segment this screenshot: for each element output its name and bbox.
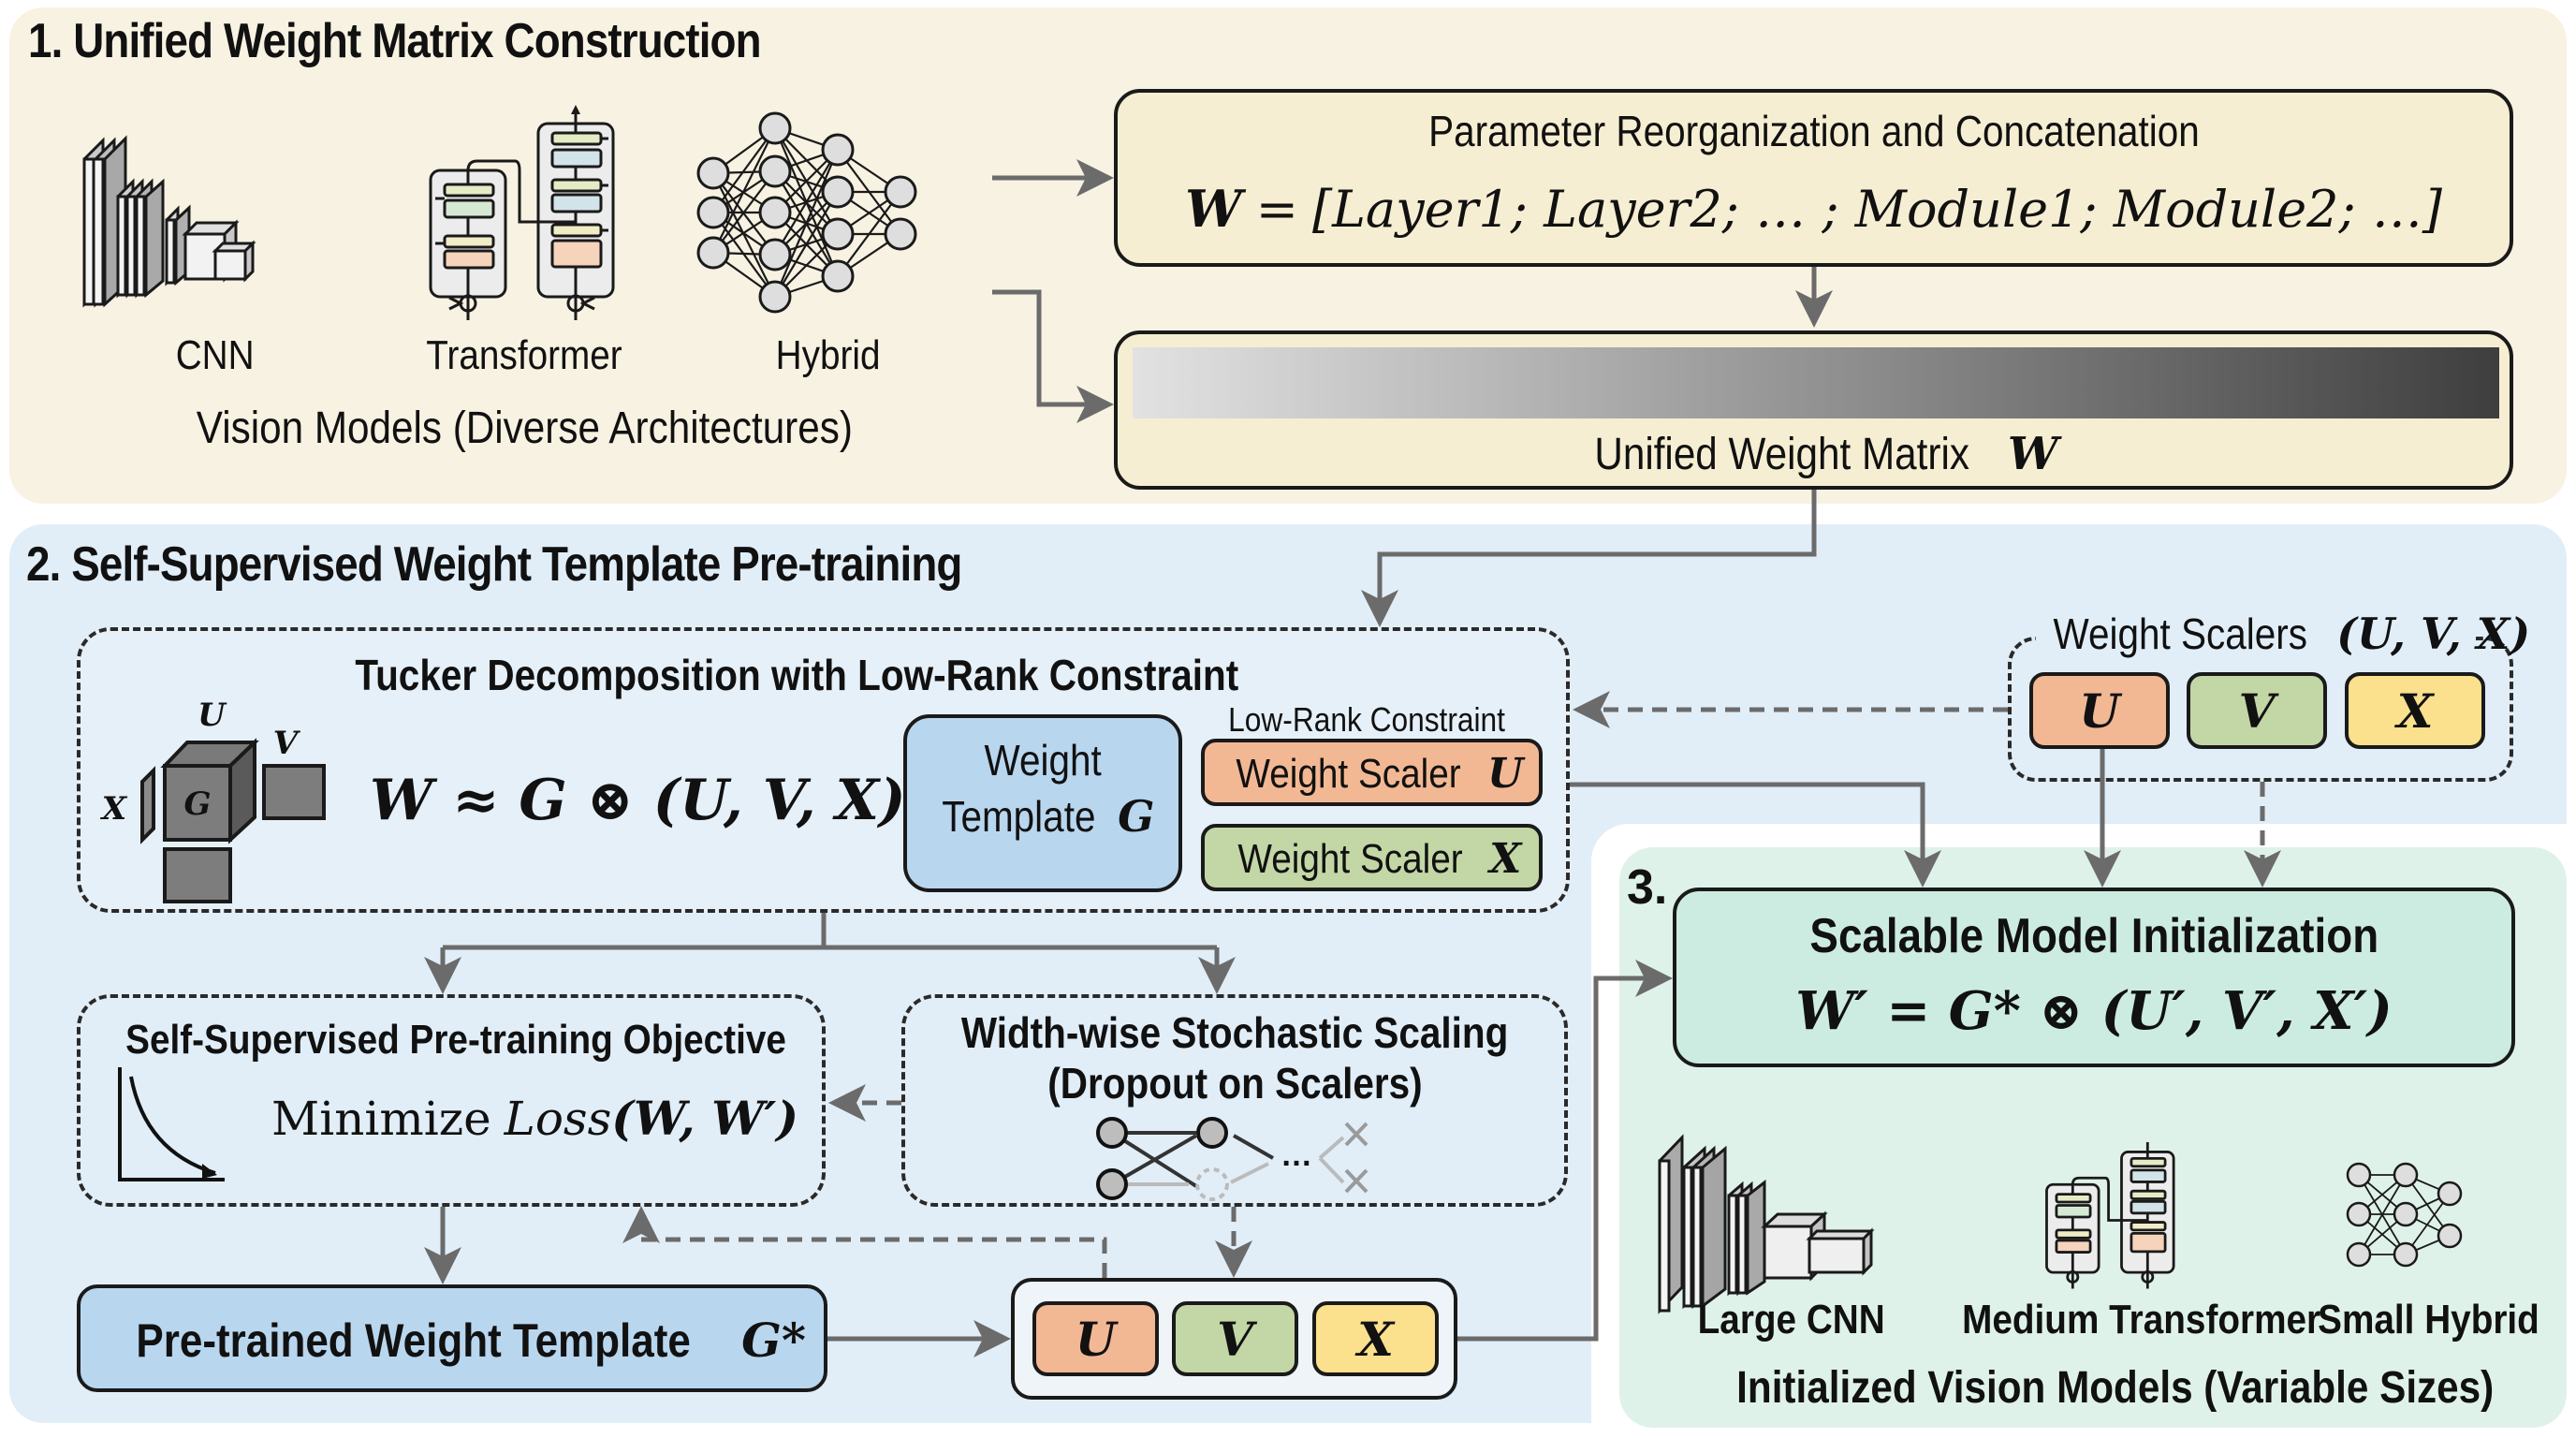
stochastic-title-line1: Width-wise Stochastic Scaling [960,1008,1509,1057]
reorg-title: Parameter Reorganization and Concatenati… [1427,107,2200,155]
objective-title: Self-Supervised Pre-training Objective [125,1017,786,1063]
lower-scaler-chip-x: X [1312,1301,1439,1376]
nn-edge [712,127,776,213]
nn-edge [837,191,901,277]
cube-label-g: G [183,785,211,823]
concatenation-formula: W = [Layer1; Layer2; … ; Module1; Module… [1185,179,2442,239]
nn-node [758,280,792,314]
large-cnn-icon [1658,1134,1875,1314]
scalable-init-box: Scalable Model Initialization W′ = G* ⊗ … [1673,888,2515,1067]
pretrained-template-label: Pre-trained Weight Template G* [136,1313,807,1368]
weight-scaler-u-label: Weight Scaler U [1236,750,1524,798]
model-label-medium-transformer: Medium Transformer [1962,1297,2321,1343]
weight-template-box: Weight Template G [903,714,1182,892]
nn-node [758,111,792,145]
weight-scalers-title: Weight Scalers (U, V, X) [2036,609,2530,659]
nn-edge [773,149,840,298]
section-2-title: 2. Self-Supervised Weight Template Pre-t… [26,537,962,592]
pretrained-template-box: Pre-trained Weight Template G* [77,1284,827,1392]
nn-node [2346,1201,2372,1227]
small-neural-network-icon [2346,1162,2463,1268]
tucker-formula: W ≈ G ⊗ (U, V, X) [370,768,906,833]
nn-node [821,259,855,293]
nn-node [2393,1162,2419,1188]
unified-weight-matrix-box: Unified Weight Matrix W [1114,330,2513,490]
tucker-cube-icon: G U V X [100,697,326,903]
weight-scaler-x-label: Weight Scaler X [1237,835,1522,883]
initialized-models-caption: Initialized Vision Models (Variable Size… [1736,1363,2495,1413]
pretraining-objective-box: Self-Supervised Pre-training Objective [77,994,826,1207]
weight-scaler-u-box: Weight Scaler U [1201,739,1543,806]
nn-node [696,236,730,270]
nn-edge [712,170,776,254]
nn-edge [774,191,839,298]
lower-scaler-chip-u: U [1032,1301,1159,1376]
weight-matrix-gradient-bar [1133,347,2499,418]
section-3-number: 3. [1627,860,1668,915]
scaler-chip-x: X [2345,672,2485,749]
model-label-hybrid: Hybrid [776,332,881,378]
model-label-cnn: CNN [176,332,255,378]
nn-edge [774,149,839,256]
unified-matrix-label: Unified Weight Matrix W [1594,428,2058,480]
nn-edge [2358,1174,2407,1255]
scaler-chip-v: V [2187,672,2327,749]
loss-curve-icon [118,1067,225,1181]
dropout-ellipsis: … [1281,1137,1312,1173]
models-caption: Vision Models (Diverse Architectures) [196,404,853,453]
medium-transformer-icon [2045,1142,2175,1289]
nn-edge [712,172,776,298]
section-1-title: 1. Unified Weight Matrix Construction [28,14,762,68]
nn-node [696,196,730,229]
nn-node [758,196,792,229]
dropout-network-icon: … [1096,1117,1368,1201]
nn-node [884,175,917,209]
stochastic-title-line2: (Dropout on Scalers) [1046,1059,1423,1108]
cube-label-x: X [100,790,128,828]
scalable-init-title: Scalable Model Initialization [1809,909,2378,963]
nn-node [2393,1201,2419,1227]
tucker-title: Tucker Decomposition with Low-Rank Const… [355,651,1238,699]
cnn-icon [82,135,256,308]
nn-node [2346,1241,2372,1268]
nn-node [2393,1241,2419,1268]
objective-formula: Minimize Loss(W, W′) [271,1091,799,1146]
nn-edge [2405,1193,2451,1255]
nn-node [758,154,792,188]
nn-node [821,133,855,167]
nn-node [884,217,917,251]
nn-node [821,175,855,209]
transformer-icon [429,105,615,320]
template-line1: Weight [984,736,1102,785]
model-label-large-cnn: Large CNN [1697,1297,1885,1343]
low-rank-constraint-label: Low-Rank Constraint [1228,700,1505,739]
cube-label-u: U [198,697,227,734]
cube-label-v: V [273,725,301,762]
weight-scaler-x-box: Weight Scaler X [1201,824,1543,891]
scalable-init-formula: W′ = G* ⊗ (U′, V′, X′) [1795,980,2393,1042]
lower-scaler-chip-v: V [1172,1301,1298,1376]
nn-edge [2405,1174,2451,1237]
model-label-small-hybrid: Small Hybrid [2318,1297,2539,1343]
nn-edge [712,172,776,256]
neural-network-icon [696,111,917,314]
nn-edge [712,127,776,254]
nn-node [758,238,792,271]
nn-node [821,217,855,251]
nn-node [2437,1223,2463,1249]
template-line2: Template G [941,791,1155,842]
nn-node [2346,1162,2372,1188]
scaler-chip-u: U [2029,672,2170,749]
nn-node [696,156,730,190]
parameter-reorganization-box: Parameter Reorganization and Concatenati… [1114,89,2513,267]
model-label-transformer: Transformer [426,332,622,378]
nn-node [2437,1181,2463,1207]
